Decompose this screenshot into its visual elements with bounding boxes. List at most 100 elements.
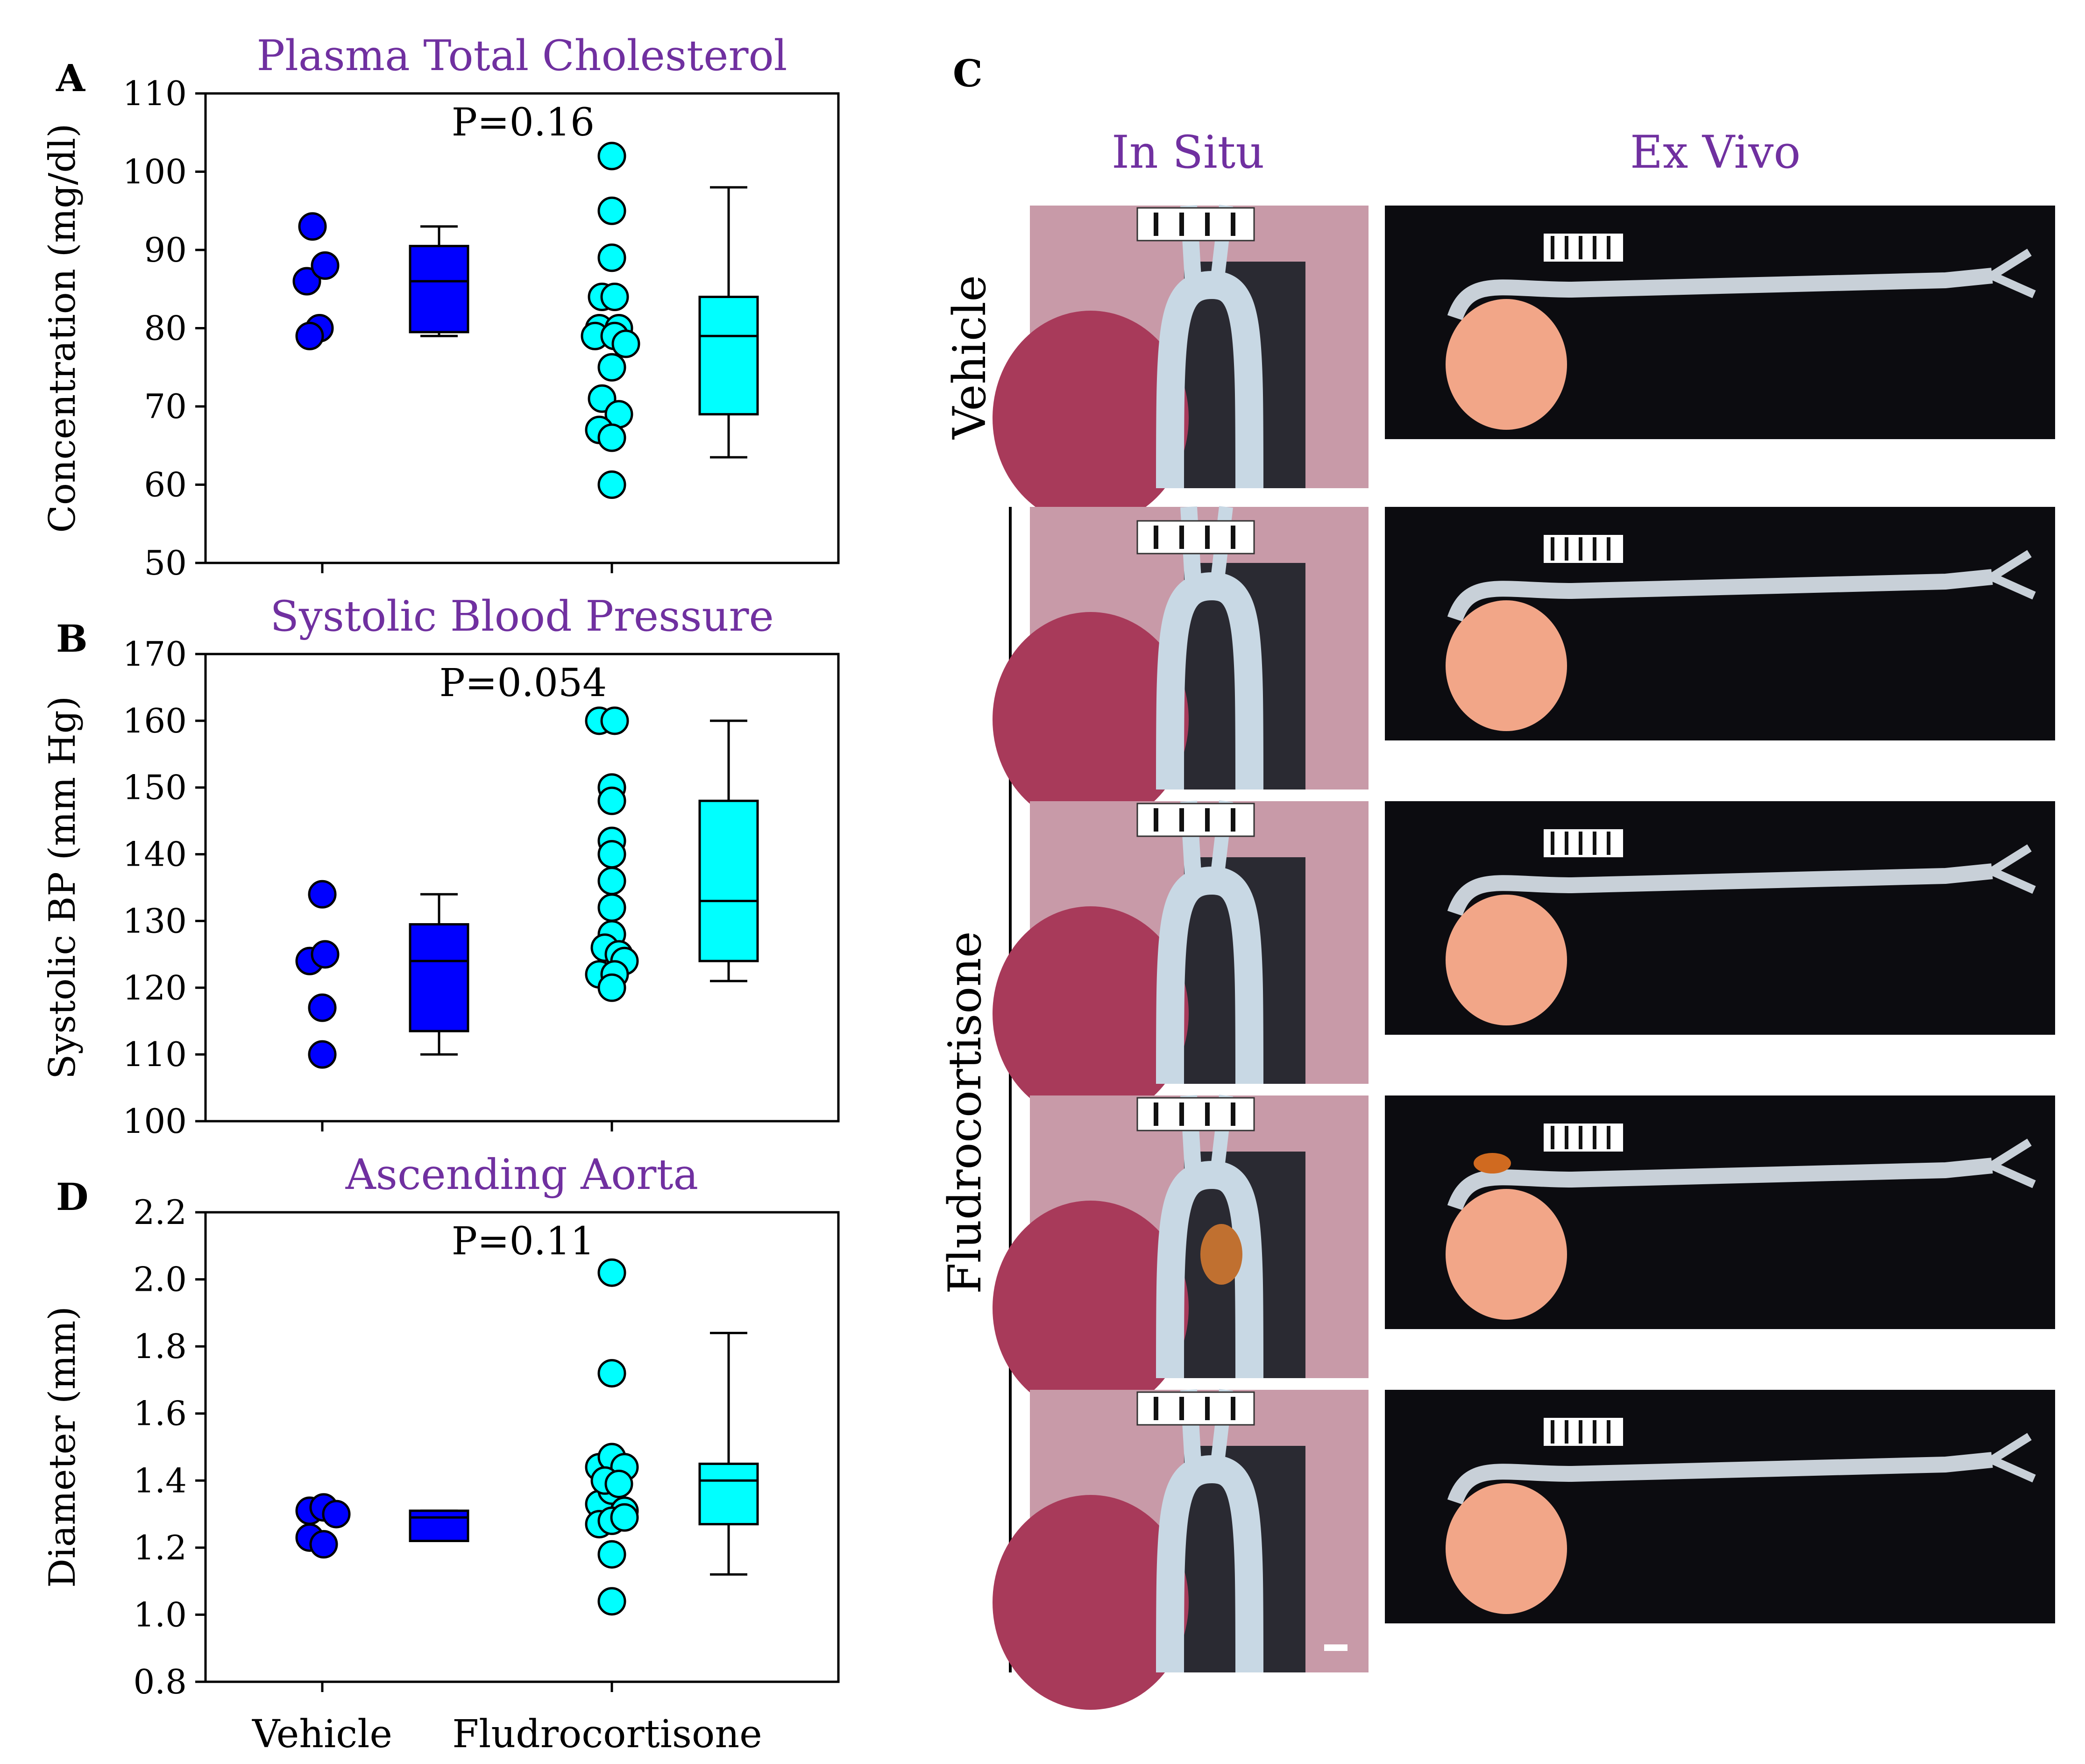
y-tick-label: 1.8 bbox=[133, 1327, 187, 1366]
y-tick-label: 2.0 bbox=[133, 1260, 187, 1299]
data-point-vehicle bbox=[309, 1530, 338, 1559]
aorta-bifurcation bbox=[1990, 844, 2036, 894]
y-tick-label: 140 bbox=[123, 835, 187, 874]
ruler-tick bbox=[1205, 1102, 1210, 1126]
photo-ex-vivo bbox=[1385, 1095, 2055, 1329]
y-tick-label: 110 bbox=[123, 74, 187, 113]
heart-ex-vivo bbox=[1446, 299, 1567, 430]
heart-shape bbox=[993, 1201, 1189, 1415]
data-point-fludro bbox=[597, 1540, 626, 1569]
ruler-tick bbox=[1565, 537, 1568, 561]
y-tick-label: 0.8 bbox=[133, 1662, 187, 1701]
plot-frame bbox=[204, 653, 840, 1123]
photo-ex-vivo bbox=[1385, 206, 2055, 439]
y-axis-label: Concentration (mg/dl) bbox=[42, 123, 84, 533]
data-point-fludro bbox=[597, 867, 626, 896]
ruler-tick bbox=[1551, 1126, 1554, 1149]
ruler-tick bbox=[1579, 1126, 1582, 1149]
data-point-fludro bbox=[597, 1359, 626, 1388]
row-label-fludrocortisone: Fludrocortisone bbox=[939, 931, 991, 1294]
y-tick-label: 1.6 bbox=[133, 1394, 187, 1433]
ruler-tick bbox=[1579, 832, 1582, 855]
ruler-tick bbox=[1565, 236, 1568, 259]
y-tick-label: 120 bbox=[123, 968, 187, 1007]
data-point-fludro bbox=[597, 470, 626, 499]
aorta-tube bbox=[1447, 1158, 1993, 1210]
y-tick-label: 70 bbox=[144, 387, 187, 426]
photo-ex-vivo bbox=[1385, 507, 2055, 740]
y-tick-label: 90 bbox=[144, 230, 187, 270]
aorta-shape bbox=[1156, 866, 1263, 1084]
y-tick-label: 150 bbox=[123, 768, 187, 807]
y-tick-label: 50 bbox=[144, 543, 187, 583]
ruler bbox=[1544, 535, 1623, 563]
data-point-fludro bbox=[611, 329, 640, 358]
row-label-vehicle: Vehicle bbox=[943, 275, 996, 439]
ruler-tick bbox=[1565, 1420, 1568, 1444]
photo-in-situ bbox=[993, 1095, 1369, 1415]
p-value-annotation: P=0.054 bbox=[440, 661, 607, 705]
ruler-tick bbox=[1579, 1420, 1582, 1444]
data-point-fludro bbox=[597, 840, 626, 869]
ruler-tick bbox=[1593, 537, 1596, 561]
plot-frame bbox=[204, 1211, 840, 1683]
data-point-fludro bbox=[597, 893, 626, 922]
ruler-tick bbox=[1231, 1397, 1235, 1420]
data-point-fludro bbox=[597, 973, 626, 1002]
heart-ex-vivo bbox=[1446, 1189, 1567, 1320]
aorta-shape bbox=[1156, 1455, 1263, 1673]
aorta-bifurcation bbox=[1990, 1433, 2036, 1483]
heart-ex-vivo bbox=[1446, 895, 1567, 1025]
ruler-tick bbox=[1565, 832, 1568, 855]
aorta-shape bbox=[1156, 572, 1263, 790]
box-vehicle bbox=[409, 245, 469, 334]
ruler-tick bbox=[1154, 808, 1158, 832]
box-fludro bbox=[698, 296, 759, 416]
scale-bar bbox=[1324, 1644, 1347, 1651]
ruler-tick bbox=[1565, 1126, 1568, 1149]
ruler-tick bbox=[1179, 526, 1184, 549]
ruler-tick bbox=[1179, 1102, 1184, 1126]
chart-title: Plasma Total Cholesterol bbox=[257, 31, 787, 80]
ruler-tick bbox=[1551, 1420, 1554, 1444]
data-point-vehicle bbox=[298, 212, 327, 241]
column-header-ex-vivo: Ex Vivo bbox=[1630, 126, 1801, 178]
ruler-tick bbox=[1179, 1397, 1184, 1420]
ruler-tick bbox=[1205, 808, 1210, 832]
ruler-tick bbox=[1579, 537, 1582, 561]
ruler-tick bbox=[1593, 1420, 1596, 1444]
ruler-tick bbox=[1607, 1420, 1610, 1444]
box-vehicle bbox=[409, 923, 469, 1032]
data-point-fludro bbox=[604, 1469, 633, 1498]
ruler-tick bbox=[1551, 236, 1554, 259]
y-tick-label: 1.2 bbox=[133, 1528, 187, 1567]
ruler-tick bbox=[1179, 213, 1184, 236]
photo-grid bbox=[993, 205, 2055, 1710]
aorta-shape bbox=[1156, 1160, 1263, 1379]
data-point-fludro bbox=[600, 706, 629, 735]
y-tick-label: 1.4 bbox=[133, 1461, 187, 1500]
data-point-fludro bbox=[597, 1258, 626, 1287]
data-point-fludro bbox=[610, 1503, 639, 1532]
ruler-tick bbox=[1231, 526, 1235, 549]
ruler bbox=[1544, 1418, 1623, 1446]
ruler-tick bbox=[1607, 1126, 1610, 1149]
box-vehicle bbox=[409, 1509, 469, 1542]
heart-shape bbox=[993, 612, 1189, 827]
heart-shape bbox=[993, 1495, 1189, 1710]
y-tick-label: 1.0 bbox=[133, 1595, 187, 1634]
panel-letter-a: A bbox=[56, 56, 85, 100]
chart-title: Systolic Blood Pressure bbox=[270, 592, 774, 641]
ruler-tick bbox=[1607, 832, 1610, 855]
y-tick-label: 170 bbox=[123, 634, 187, 674]
ruler-tick bbox=[1154, 1397, 1158, 1420]
data-point-fludro bbox=[597, 786, 626, 815]
chart-title: Ascending Aorta bbox=[345, 1150, 698, 1199]
photo-in-situ bbox=[993, 506, 1369, 827]
ruler-tick bbox=[1154, 213, 1158, 236]
ruler-tick bbox=[1154, 526, 1158, 549]
